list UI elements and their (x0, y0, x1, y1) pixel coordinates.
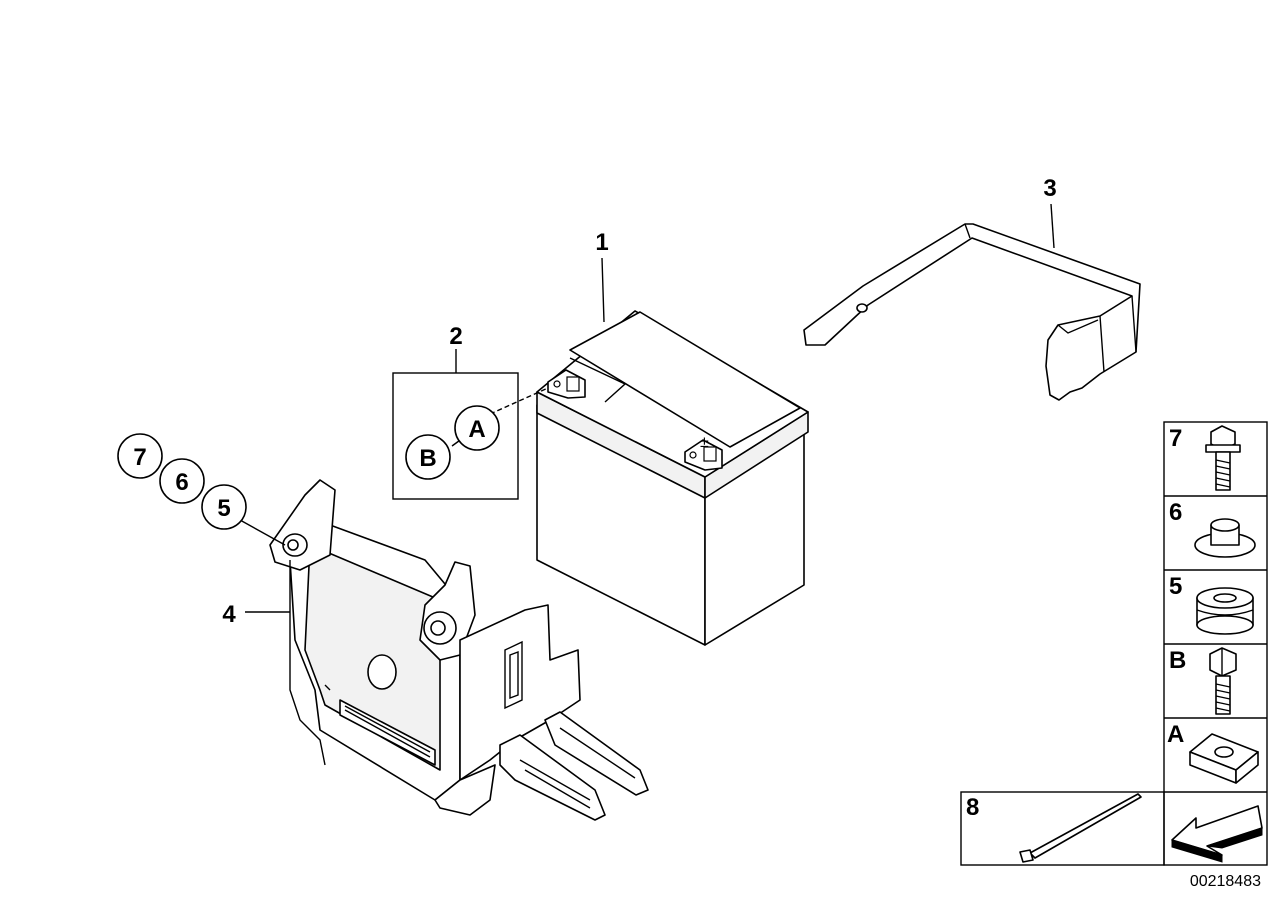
label-part-3: 3 (1043, 175, 1056, 202)
legend-label-8: 8 (966, 794, 979, 821)
callout-6-circle[interactable] (159, 458, 205, 504)
label-part-2: 2 (449, 323, 462, 350)
legend-item-b[interactable]: B (1169, 647, 1237, 715)
legend-label-6: 6 (1169, 499, 1182, 526)
leader-a (489, 387, 549, 415)
label-part-6: 6 (175, 469, 188, 496)
legend-label-5: 5 (1169, 573, 1182, 600)
legend-label-7: 7 (1169, 425, 1182, 452)
label-part-7: 7 (133, 444, 146, 471)
arrow-icon (1171, 805, 1263, 863)
legend-item-7[interactable]: 7 (1169, 425, 1241, 491)
label-part-b: B (419, 445, 436, 472)
label-part-5: 5 (217, 495, 230, 522)
legend-item-8[interactable]: 8 (966, 793, 1142, 863)
battery[interactable]: ± (536, 310, 809, 646)
callout-a-circle[interactable] (454, 405, 500, 451)
legend-label-a: A (1167, 721, 1184, 748)
kit-box-2 (392, 372, 519, 500)
legend-item-5[interactable]: 5 (1169, 573, 1254, 635)
legend-item-a[interactable]: A (1167, 721, 1259, 784)
diagram-id: 00218483 (1190, 873, 1261, 890)
leader-5 (239, 519, 286, 546)
battery-tray[interactable] (269, 479, 649, 821)
label-part-a: A (468, 416, 485, 443)
legend-column (960, 421, 1268, 866)
callout-b-circle[interactable] (405, 434, 451, 480)
legend-item-6[interactable]: 6 (1169, 499, 1256, 558)
callout-7-circle[interactable] (117, 433, 163, 479)
label-part-1: 1 (595, 229, 608, 256)
callout-5-circle[interactable] (201, 484, 247, 530)
leader-3 (1050, 203, 1055, 249)
legend-label-b: B (1169, 647, 1186, 674)
leader-1 (601, 257, 605, 323)
svg-text:±: ± (700, 434, 709, 451)
battery-strap[interactable] (803, 223, 1141, 401)
label-part-4: 4 (222, 601, 236, 628)
